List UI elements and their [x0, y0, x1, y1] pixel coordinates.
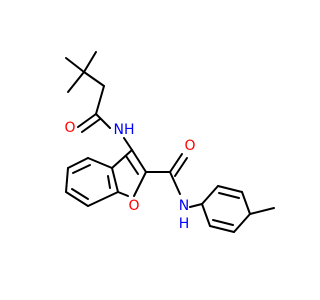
bond	[117, 191, 129, 197]
carbonyl-bond	[81, 118, 101, 133]
amide-oxygen-label: O	[64, 120, 75, 136]
bond	[169, 171, 181, 195]
bond	[87, 157, 113, 169]
bond	[65, 167, 69, 193]
bond	[131, 149, 147, 173]
bond	[233, 213, 251, 233]
tert-butyl-group	[65, 51, 105, 115]
bond	[65, 191, 89, 207]
bond	[87, 191, 119, 207]
atom-labels: O NH O O N H	[64, 120, 195, 232]
bond	[111, 149, 133, 169]
bond	[83, 51, 97, 73]
bond	[189, 203, 203, 208]
bond	[95, 85, 105, 115]
bond	[133, 171, 147, 197]
carbonyl-bond	[77, 113, 97, 128]
bond	[201, 203, 211, 227]
bond	[95, 113, 111, 129]
bond	[201, 185, 219, 205]
structure-canvas: O NH O O N H	[64, 51, 275, 233]
carboxamide	[145, 153, 203, 208]
benzofuran-core	[65, 149, 147, 207]
bond	[217, 185, 243, 193]
bond	[212, 219, 234, 226]
bond	[123, 137, 133, 151]
molecule-drawing: O NH O O N H	[64, 51, 275, 233]
bond	[125, 155, 139, 175]
carboxamide-nitrogen-label: N	[179, 198, 189, 214]
bond	[83, 71, 105, 87]
bond	[209, 225, 235, 233]
bond	[218, 192, 240, 199]
bond	[107, 175, 111, 189]
bond	[111, 167, 119, 193]
methyl-bond	[249, 207, 275, 215]
bond	[241, 191, 251, 215]
bond	[65, 57, 85, 73]
amide-nh-label: NH	[114, 122, 135, 138]
carbonyl-bond	[169, 153, 183, 173]
bond	[67, 71, 85, 93]
furan-oxygen-label: O	[128, 198, 139, 214]
tolyl-ring	[201, 185, 275, 233]
carboxamide-hydrogen-label: H	[179, 216, 190, 232]
carboxamide-oxygen-label: O	[184, 138, 195, 154]
bond	[67, 157, 89, 169]
carbonyl-bond	[174, 157, 188, 177]
bond	[72, 164, 91, 174]
butanoyl-amide	[77, 113, 133, 151]
bond	[71, 188, 89, 200]
